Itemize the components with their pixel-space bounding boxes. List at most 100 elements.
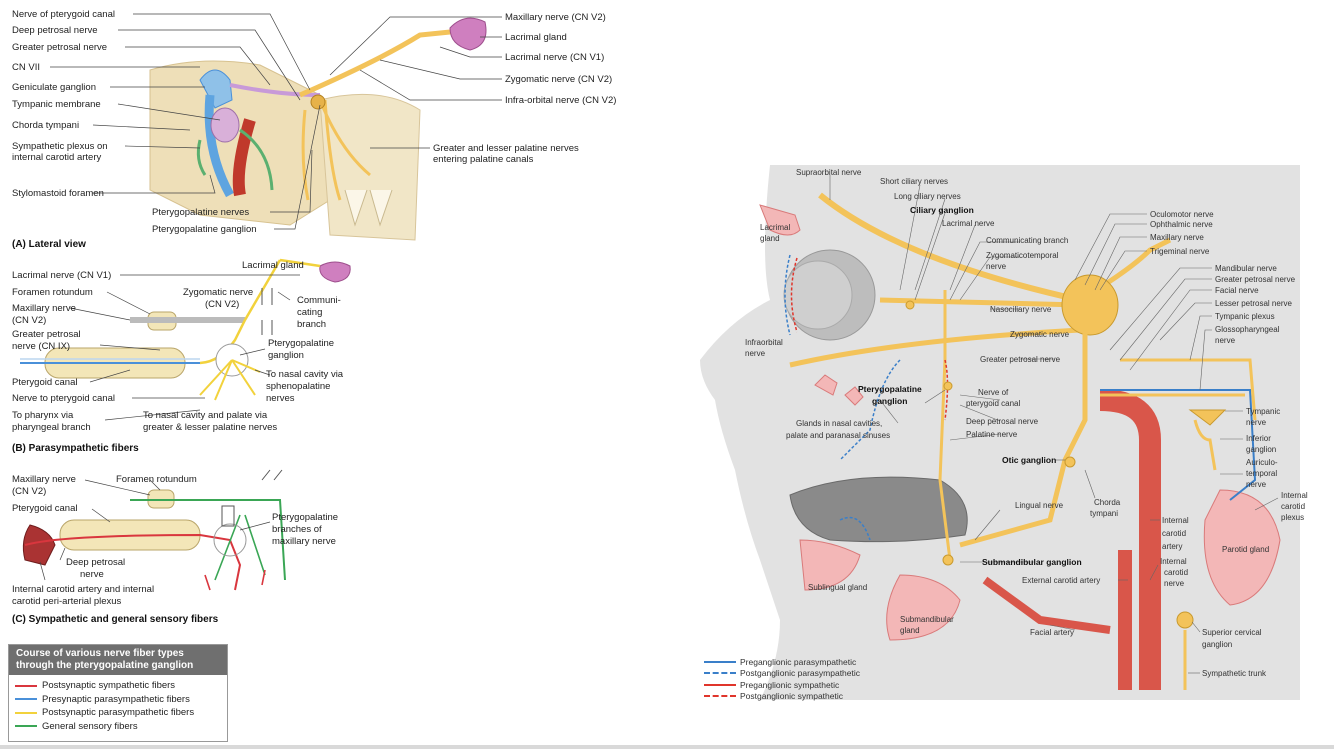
label-r-zygomatic-nerve: Zygomatic nerve bbox=[1010, 330, 1070, 339]
label-b-zygomatic-cn-v2: (CN V2) bbox=[205, 299, 239, 310]
label-r-glossopharyngeal: Glossopharyngeal bbox=[1215, 325, 1280, 334]
label-r-mandibular: Mandibular nerve bbox=[1215, 264, 1277, 273]
label-r-maxillary: Maxillary nerve bbox=[1150, 233, 1204, 242]
label-c-deep-petrosal: Deep petrosal bbox=[66, 557, 125, 568]
label-r-superior-cervical: Superior cervical bbox=[1202, 628, 1262, 637]
label-c-maxillary-nerve-2: maxillary nerve bbox=[272, 536, 336, 547]
panel-c-labels: Maxillary nerve (CN V2) Foramen rotundum… bbox=[12, 474, 338, 625]
legend2-postganglionic-parasympathetic: Postganglionic parasympathetic bbox=[704, 668, 860, 680]
label-r-palate-sinuses: palate and paranasal sinuses bbox=[786, 431, 890, 440]
label-b-pterygopalatine: Pterygopalatine bbox=[268, 338, 334, 349]
label-r-inferior: Inferior bbox=[1246, 434, 1271, 443]
label-palatine-nerves: Greater and lesser palatine nerves bbox=[433, 143, 579, 154]
legend-item-presynaptic-parasympathetic: Presynaptic parasympathetic fibers bbox=[9, 693, 227, 707]
label-internal-carotid-artery: internal carotid artery bbox=[12, 152, 101, 163]
label-r-pterygopalatine: Pterygopalatine bbox=[858, 384, 922, 394]
label-zygomatic-nerve: Zygomatic nerve (CN V2) bbox=[505, 74, 612, 85]
green-line-swatch bbox=[15, 725, 37, 728]
label-r-infraorbital: Infraorbital bbox=[745, 338, 783, 347]
autonomic-fibers-legend: Preganglionic parasympathetic Postgangli… bbox=[704, 656, 860, 702]
label-r-zygomaticotemporal-nerve: nerve bbox=[986, 262, 1007, 271]
legend-title-line1: Course of various nerve fiber types bbox=[16, 648, 184, 659]
label-r-inferior-ganglion: ganglion bbox=[1246, 445, 1276, 454]
label-b-branch: branch bbox=[297, 319, 326, 330]
label-r-icn-internal: Internal bbox=[1160, 557, 1187, 566]
panel-c-illustration bbox=[22, 469, 286, 591]
panel-a-labels: Nerve of pterygoid canal Deep petrosal n… bbox=[12, 9, 616, 250]
label-chorda-tympani: Chorda tympani bbox=[12, 120, 79, 131]
label-maxillary-nerve: Maxillary nerve (CN V2) bbox=[505, 12, 606, 23]
panel-a-leaders bbox=[50, 13, 502, 230]
label-b-lacrimal-nerve: Lacrimal nerve (CN V1) bbox=[12, 270, 111, 281]
panel-c-leaders bbox=[39, 479, 271, 581]
label-b-maxillary-nerve: Maxillary nerve bbox=[12, 303, 76, 314]
label-tympanic-membrane: Tympanic membrane bbox=[12, 99, 101, 110]
label-b-communi: Communi- bbox=[297, 295, 341, 306]
label-r-ophthalmic: Ophthalmic nerve bbox=[1150, 220, 1213, 229]
label-r-glands-nasal: Glands in nasal cavities, bbox=[796, 419, 882, 428]
panel-b-labels: Lacrimal gland Lacrimal nerve (CN V1) Fo… bbox=[12, 260, 344, 454]
label-b-palatine-nerves: greater & lesser palatine nerves bbox=[143, 422, 277, 433]
label-lacrimal-gland: Lacrimal gland bbox=[505, 32, 567, 43]
label-r-ica-artery: artery bbox=[1162, 542, 1182, 551]
dashed-red-line-swatch bbox=[704, 695, 736, 698]
label-r-ica-internal: Internal bbox=[1162, 516, 1189, 525]
label-r-tympanic: Tympanic bbox=[1246, 407, 1280, 416]
label-cn-vii: CN VII bbox=[12, 62, 40, 73]
label-b-cating: cating bbox=[297, 307, 322, 318]
label-c-nerve: nerve bbox=[80, 569, 104, 580]
label-r-icn-nerve: nerve bbox=[1164, 579, 1185, 588]
panel-b-caption: (B) Parasympathetic fibers bbox=[12, 443, 139, 454]
label-c-internal-carotid: Internal carotid artery and internal bbox=[12, 584, 154, 595]
label-c-foramen-rotundum: Foramen rotundum bbox=[116, 474, 197, 485]
label-c-branches-of: branches of bbox=[272, 524, 322, 535]
label-r-tympanic-plexus: Tympanic plexus bbox=[1215, 312, 1275, 321]
label-palatine-canals: entering palatine canals bbox=[433, 154, 534, 165]
label-r-lacrimal: Lacrimal bbox=[760, 223, 790, 232]
label-r-parotid-gland: Parotid gland bbox=[1222, 545, 1269, 554]
label-r-facial-nerve: Facial nerve bbox=[1215, 286, 1259, 295]
label-r-ica-carotid: carotid bbox=[1162, 529, 1186, 538]
solid-blue-line-swatch bbox=[704, 660, 736, 663]
label-pterygopalatine-nerves: Pterygopalatine nerves bbox=[152, 207, 249, 218]
solid-red-line-swatch bbox=[704, 683, 736, 686]
blue-line-swatch bbox=[15, 698, 37, 701]
red-line-swatch bbox=[15, 684, 37, 687]
label-r-glossopharyngeal-nerve: nerve bbox=[1215, 336, 1236, 345]
label-r-supraorbital-nerve: Supraorbital nerve bbox=[796, 168, 862, 177]
label-c-pterygopalatine: Pterygopalatine bbox=[272, 512, 338, 523]
label-r-deep-petrosal: Deep petrosal nerve bbox=[966, 417, 1039, 426]
label-deep-petrosal-nerve: Deep petrosal nerve bbox=[12, 25, 98, 36]
label-b-nerves: nerves bbox=[266, 393, 295, 404]
label-r-superior-ganglion: ganglion bbox=[1202, 640, 1232, 649]
label-r-lesser-petrosal: Lesser petrosal nerve bbox=[1215, 299, 1292, 308]
right-leaders bbox=[829, 175, 1279, 674]
label-r-internal-plexus: plexus bbox=[1281, 513, 1304, 522]
label-r-sublingual-gland: Sublingual gland bbox=[808, 583, 867, 592]
legend2-preganglionic-parasympathetic: Preganglionic parasympathetic bbox=[704, 656, 860, 668]
label-r-sympathetic-trunk: Sympathetic trunk bbox=[1202, 669, 1267, 678]
label-b-to-nasal-cavity: To nasal cavity via bbox=[266, 369, 344, 380]
label-stylomastoid-foramen: Stylomastoid foramen bbox=[12, 188, 104, 199]
label-r-facial-artery: Facial artery bbox=[1030, 628, 1074, 637]
label-r-chorda: Chorda bbox=[1094, 498, 1121, 507]
label-greater-petrosal-nerve: Greater petrosal nerve bbox=[12, 42, 107, 53]
label-r-gland: gland bbox=[760, 234, 780, 243]
label-b-pterygoid-canal: Pterygoid canal bbox=[12, 377, 77, 388]
legend-title-line2: through the pterygopalatine ganglion bbox=[16, 660, 194, 671]
panel-b-illustration bbox=[20, 258, 351, 401]
label-r-external-carotid: External carotid artery bbox=[1022, 576, 1100, 585]
label-r-tympani: tympani bbox=[1090, 509, 1118, 518]
label-b-zygomatic-nerve: Zygomatic nerve bbox=[183, 287, 253, 298]
label-b-foramen-rotundum: Foramen rotundum bbox=[12, 287, 93, 298]
label-r-submandibular: Submandibular bbox=[900, 615, 954, 624]
yellow-line-swatch bbox=[15, 711, 37, 714]
dashed-blue-line-swatch bbox=[704, 672, 736, 675]
label-r-palatine-nerve: Palatine nerve bbox=[966, 430, 1018, 439]
label-r-submandibular-gland: gland bbox=[900, 626, 920, 635]
legend-header: Course of various nerve fiber types thro… bbox=[9, 645, 227, 675]
label-r-nerve-of: Nerve of bbox=[978, 388, 1009, 397]
legend2-postganglionic-sympathetic: Postganglionic sympathetic bbox=[704, 691, 860, 703]
bottom-divider bbox=[0, 745, 1334, 749]
panel-a-caption: (A) Lateral view bbox=[12, 239, 86, 250]
